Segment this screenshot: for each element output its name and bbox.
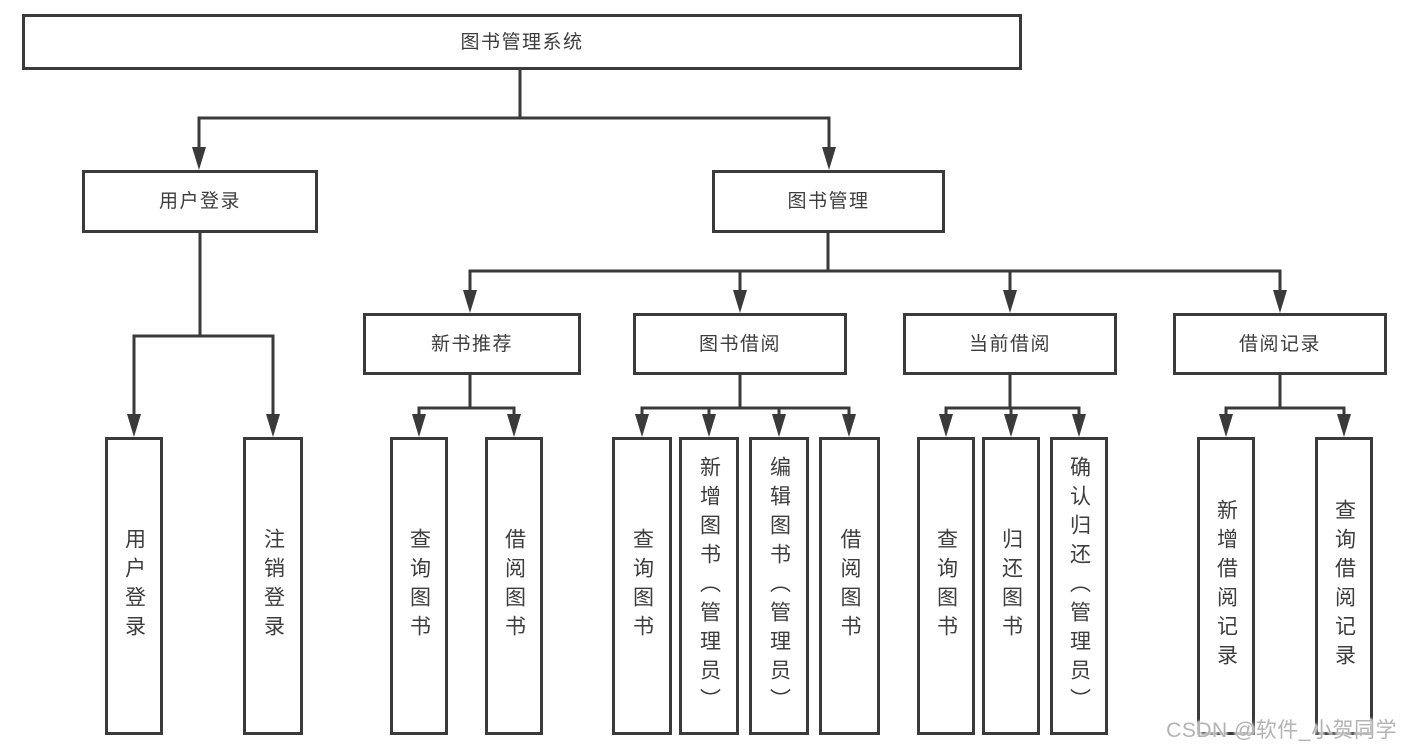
leaf-query-books-current: 查询图书 (917, 437, 975, 735)
node-label: 图书管理 (787, 191, 870, 212)
node-label: 当前借阅 (968, 333, 1051, 355)
node-user-login-branch: 用户登录 (82, 170, 318, 233)
node-label: 查询图书 (934, 528, 958, 644)
node-book-management-branch: 图书管理 (712, 170, 945, 233)
node-label: 借阅图书 (838, 528, 861, 644)
leaf-borrow-books: 借阅图书 (819, 437, 880, 735)
node-new-book-recommend: 新书推荐 (363, 313, 581, 375)
leaf-query-books: 查询图书 (612, 437, 672, 735)
leaf-user-login: 用户登录 (105, 437, 163, 735)
leaf-add-books-admin: 新增图书（管理员） (679, 437, 739, 735)
leaf-borrow-books-recommend: 借阅图书 (485, 437, 543, 735)
leaf-edit-books-admin: 编辑图书（管理员） (749, 437, 809, 735)
node-label: 图书管理系统 (460, 31, 584, 53)
node-label: 确认归还（管理员） (1067, 455, 1091, 717)
leaf-return-books: 归还图书 (982, 437, 1040, 735)
node-label: 借阅记录 (1238, 333, 1321, 355)
node-label: 注销登录 (261, 528, 285, 644)
node-label: 编辑图书（管理员） (767, 455, 791, 717)
node-label: 查询借阅记录 (1332, 499, 1356, 673)
csdn-watermark: CSDN @软件_小贺同学 (1166, 719, 1397, 742)
leaf-logout: 注销登录 (243, 437, 303, 735)
node-root-system: 图书管理系统 (22, 14, 1022, 70)
leaf-query-books-recommend: 查询图书 (390, 437, 448, 735)
node-label: 新增借阅记录 (1214, 499, 1238, 673)
node-label: 查询图书 (630, 528, 654, 644)
node-label: 新书推荐 (430, 333, 513, 355)
node-borrow-records: 借阅记录 (1173, 313, 1387, 375)
node-label: 查询图书 (407, 528, 431, 644)
node-label: 新增图书（管理员） (697, 455, 721, 717)
node-label: 用户登录 (158, 191, 241, 212)
node-label: 用户登录 (122, 528, 146, 644)
node-label: 归还图书 (999, 528, 1023, 644)
connector-path (132, 69, 1346, 416)
arrowheads (127, 147, 1351, 437)
node-current-borrow: 当前借阅 (903, 313, 1117, 375)
leaf-add-borrow-record: 新增借阅记录 (1197, 437, 1255, 735)
node-label: 图书借阅 (698, 333, 781, 355)
node-book-borrow: 图书借阅 (633, 313, 847, 375)
leaf-query-borrow-record: 查询借阅记录 (1315, 437, 1373, 735)
leaf-confirm-return-admin: 确认归还（管理员） (1050, 437, 1108, 735)
node-label: 借阅图书 (502, 528, 526, 644)
